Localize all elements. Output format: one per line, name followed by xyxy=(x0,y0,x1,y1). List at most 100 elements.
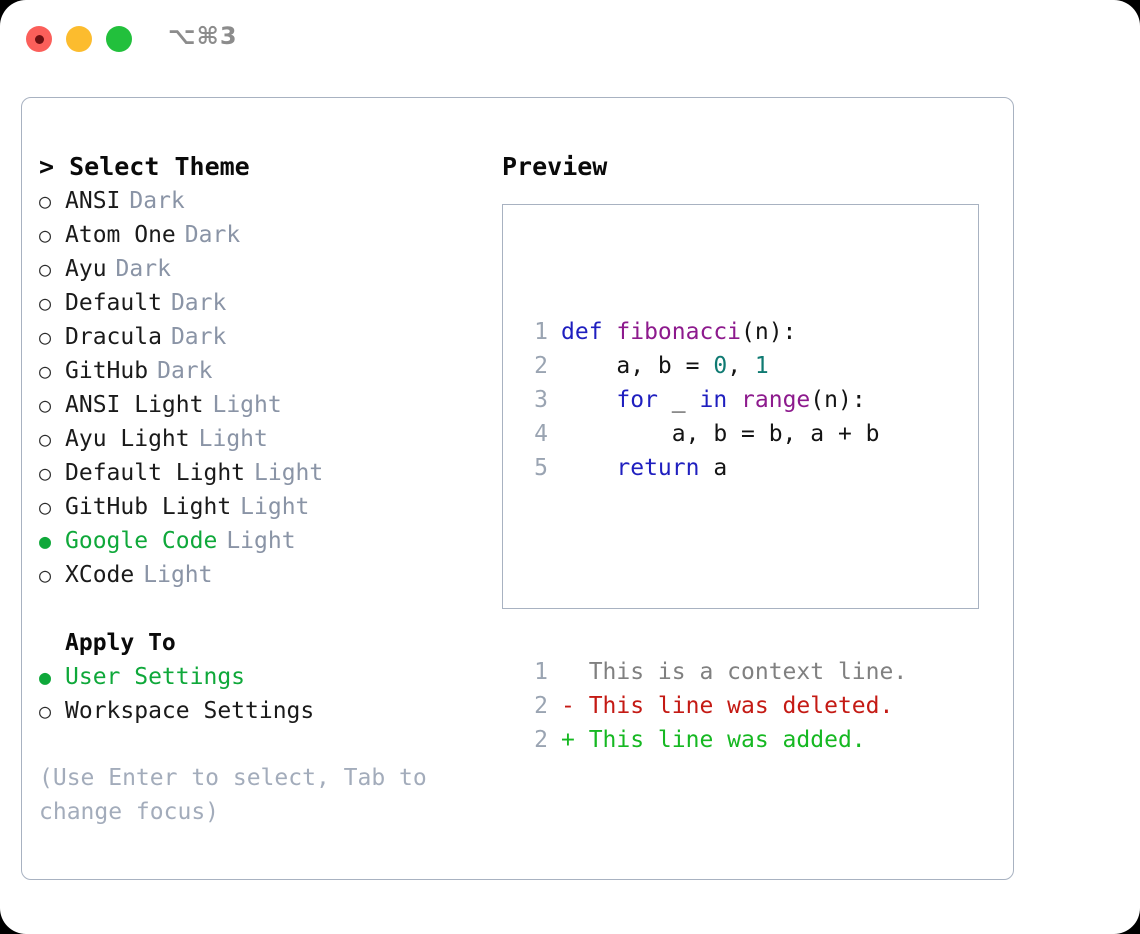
radio-selected-icon: ● xyxy=(39,665,52,689)
theme-option-atom-one[interactable]: ○ Atom One Dark xyxy=(39,218,499,252)
radio-unselected-icon: ○ xyxy=(39,257,52,281)
theme-option-label: XCode xyxy=(65,562,135,588)
theme-option-label: ANSI Light xyxy=(65,392,204,418)
minimize-button-icon[interactable] xyxy=(66,26,92,52)
apply-to-list: ● User Settings ○ Workspace Settings xyxy=(39,660,499,728)
code-token: (n): xyxy=(741,319,797,345)
code-token: _ xyxy=(671,387,700,413)
line-number: 1 xyxy=(534,659,548,685)
theme-option-label: Default xyxy=(65,290,162,316)
radio-unselected-icon: ○ xyxy=(39,291,52,315)
theme-option-xcode[interactable]: ○ XCode Light xyxy=(39,558,499,592)
theme-option-default-light[interactable]: ○ Default Light Light xyxy=(39,456,499,490)
code-token: fibonacci xyxy=(616,319,742,345)
theme-option-tag: Dark xyxy=(157,358,213,384)
code-line: 5 return a xyxy=(520,451,907,485)
line-number: 2 xyxy=(534,693,548,719)
code-token: a, b = xyxy=(561,353,714,379)
diff-line-text: - This line was deleted. xyxy=(561,693,894,719)
theme-option-ayu-light[interactable]: ○ Ayu Light Light xyxy=(39,422,499,456)
theme-option-ayu[interactable]: ○ Ayu Dark xyxy=(39,252,499,286)
title-bar: ⌥⌘3 xyxy=(0,0,1140,76)
theme-option-tag: Light xyxy=(198,426,268,452)
keyboard-shortcut-label: ⌥⌘3 xyxy=(168,22,238,50)
theme-option-label: Atom One xyxy=(65,222,176,248)
theme-option-github-light[interactable]: ○ GitHub Light Light xyxy=(39,490,499,524)
theme-option-label: Ayu Light xyxy=(65,426,190,452)
line-number: 1 xyxy=(534,319,548,345)
theme-option-google-code[interactable]: ● Google Code Light xyxy=(39,524,499,558)
radio-unselected-icon: ○ xyxy=(39,563,52,587)
close-button-icon[interactable] xyxy=(26,26,52,52)
theme-option-label: Ayu xyxy=(65,256,107,282)
code-token: range xyxy=(741,387,811,413)
code-token: def xyxy=(561,319,617,345)
theme-option-label: Google Code xyxy=(65,528,218,554)
radio-unselected-icon: ○ xyxy=(39,699,52,723)
radio-unselected-icon: ○ xyxy=(39,427,52,451)
line-number: 5 xyxy=(534,455,548,481)
theme-option-ansi[interactable]: ○ ANSI Dark xyxy=(39,184,499,218)
diff-line-text: + This line was added. xyxy=(561,727,866,753)
apply-to-option-user-settings[interactable]: ● User Settings xyxy=(39,660,499,694)
apply-to-option-label: Workspace Settings xyxy=(65,698,315,724)
code-token: a, b = b, a + b xyxy=(561,421,880,447)
theme-option-tag: Light xyxy=(226,528,296,554)
apply-to-heading: Apply To xyxy=(65,630,176,656)
theme-option-label: GitHub xyxy=(65,358,149,384)
diff-line-ctx: 1 This is a context line. xyxy=(520,655,907,689)
zoom-button-icon[interactable] xyxy=(106,26,132,52)
theme-option-tag: Light xyxy=(254,460,324,486)
radio-unselected-icon: ○ xyxy=(39,359,52,383)
theme-option-tag: Dark xyxy=(115,256,171,282)
line-number: 3 xyxy=(534,387,548,413)
theme-option-tag: Dark xyxy=(170,324,227,350)
diff-line-del: 2 - This line was deleted. xyxy=(520,689,907,723)
code-line: 1 def fibonacci(n): xyxy=(520,315,907,349)
code-token: 0 xyxy=(713,353,728,379)
code-token: return xyxy=(561,455,714,481)
radio-unselected-icon: ○ xyxy=(39,189,52,213)
page-title: > Select Theme xyxy=(39,152,250,181)
radio-unselected-icon: ○ xyxy=(39,495,52,519)
preview-heading: Preview xyxy=(502,152,608,181)
code-token: (n): xyxy=(810,387,866,413)
code-blank-line xyxy=(520,553,907,587)
theme-option-tag: Dark xyxy=(129,188,185,214)
radio-unselected-icon: ○ xyxy=(39,223,52,247)
theme-option-tag: Dark xyxy=(184,222,241,248)
line-number: 2 xyxy=(534,353,548,379)
theme-option-github[interactable]: ○ GitHub Dark xyxy=(39,354,499,388)
theme-option-tag: Light xyxy=(143,562,213,588)
radio-unselected-icon: ○ xyxy=(39,461,52,485)
window-controls xyxy=(26,26,132,52)
line-number: 4 xyxy=(534,421,548,447)
theme-option-label: Default Light xyxy=(65,460,246,486)
code-line: 3 for _ in range(n): xyxy=(520,383,907,417)
radio-selected-icon: ● xyxy=(39,529,52,553)
code-line: 2 a, b = 0, 1 xyxy=(520,349,907,383)
diff-line-text: This is a context line. xyxy=(561,659,908,685)
theme-option-tag: Dark xyxy=(170,290,227,316)
theme-option-default[interactable]: ○ Default Dark xyxy=(39,286,499,320)
theme-option-label: ANSI xyxy=(65,188,121,214)
apply-to-option-workspace-settings[interactable]: ○ Workspace Settings xyxy=(39,694,499,728)
list-spacer xyxy=(39,592,499,626)
code-token: 1 xyxy=(754,353,769,379)
theme-option-label: GitHub Light xyxy=(65,494,232,520)
theme-option-tag: Light xyxy=(240,494,310,520)
theme-option-label: Dracula xyxy=(65,324,162,350)
code-line: 4 a, b = b, a + b xyxy=(520,417,907,451)
line-number: 2 xyxy=(534,727,548,753)
apply-to-option-label: User Settings xyxy=(65,664,246,690)
